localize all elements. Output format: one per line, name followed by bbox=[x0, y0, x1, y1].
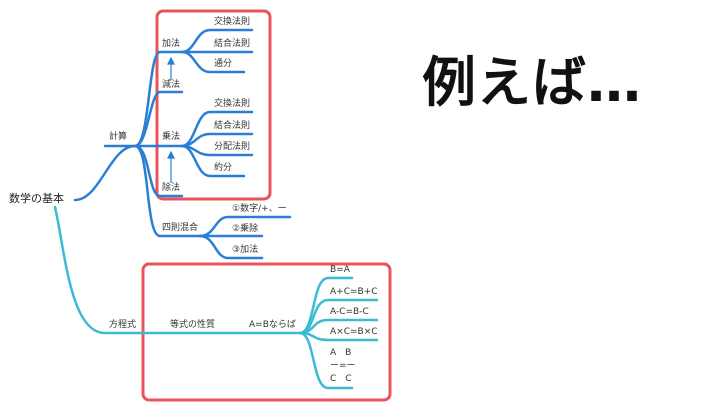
node-nara-item4: A×C=B×C bbox=[330, 327, 378, 337]
arrow-genpo-to-kaho-head bbox=[167, 56, 175, 65]
node-houteishiki: 方程式 bbox=[109, 320, 137, 330]
branch-nara-item5 bbox=[298, 331, 354, 390]
node-genpo: 減法 bbox=[162, 80, 181, 90]
node-nara-item2: A+C=B+C bbox=[330, 287, 378, 297]
node-nara-item3: A-C=B-C bbox=[330, 307, 369, 317]
branch-jouho-item4 bbox=[180, 144, 246, 178]
arrow-joho-to-jouho-head bbox=[167, 150, 175, 159]
node-shisoku-item1: ①数字/+、ー bbox=[232, 204, 287, 214]
node-jouho-item1: 交換法則 bbox=[214, 99, 251, 109]
node-kaho-item1: 交換法則 bbox=[214, 17, 251, 27]
node-joho: 除法 bbox=[162, 183, 181, 193]
branch-keisan-shisoku bbox=[133, 144, 202, 238]
node-jouho-item4: 約分 bbox=[214, 163, 233, 173]
node-jouho-item2: 結合法則 bbox=[214, 121, 251, 131]
node-jouho-item3: 分配法則 bbox=[214, 142, 251, 152]
node-kaho-item2: 結合法則 bbox=[214, 39, 251, 49]
node-seishitsu: 等式の性質 bbox=[170, 320, 216, 330]
node-kaho: 加法 bbox=[162, 39, 181, 49]
node-frac-mid: ー=ー bbox=[330, 361, 356, 371]
node-shisoku-item3: ③加法 bbox=[232, 245, 259, 255]
node-keisan: 計算 bbox=[109, 132, 128, 142]
node-nara: A=Bならば bbox=[249, 320, 296, 330]
headline-text: 例えば… bbox=[422, 51, 642, 114]
node-root: 数学の基本 bbox=[9, 192, 64, 205]
branch-root-keisan bbox=[73, 144, 137, 202]
branch-shisoku-item3 bbox=[198, 234, 264, 260]
node-shisoku-item2: ②乗除 bbox=[232, 224, 259, 234]
highlight-box-keisan bbox=[155, 9, 272, 201]
node-kaho-item3: 通分 bbox=[214, 59, 233, 69]
node-jouho: 乗法 bbox=[162, 132, 181, 142]
branch-kaho-item3 bbox=[180, 50, 246, 74]
node-nara-item1: B=A bbox=[330, 265, 350, 275]
branch-keisan-genpo bbox=[133, 90, 184, 148]
node-frac-top: A B bbox=[330, 348, 352, 358]
node-frac-bot: C C bbox=[330, 374, 352, 384]
branch-root-houteishiki bbox=[53, 205, 142, 335]
node-shisoku: 四則混合 bbox=[162, 223, 199, 233]
